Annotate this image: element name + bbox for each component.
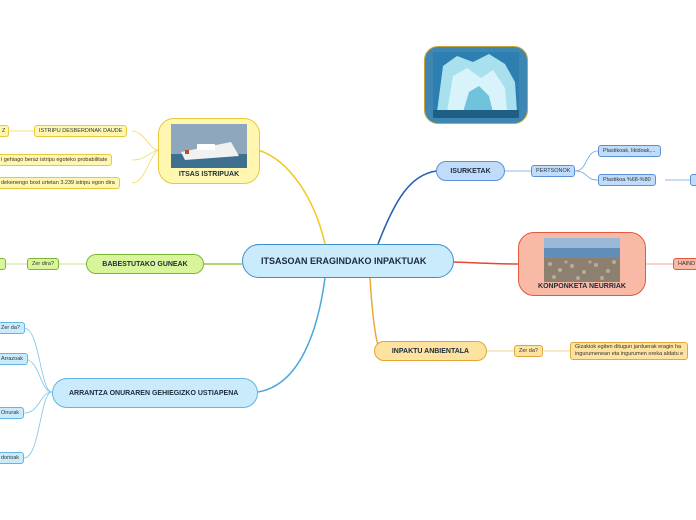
leaf-istripu-z[interactable]: Z [0, 125, 10, 137]
leaf-istripu-probabilitate[interactable]: i gehiago beraz istripu egoteko probabil… [0, 154, 113, 166]
topic-arrantza[interactable]: ARRANTZA ONURAREN GEHIEGIZKO USTIAPENA [52, 378, 258, 408]
leaf-zer-dira[interactable]: Zer dira? [27, 258, 60, 270]
topic-babestutako-guneak[interactable]: BABESTUTAKO GUNEAK [86, 254, 204, 274]
central-topic-label: ITSASOAN ERAGINDAKO INPAKTUAK [261, 255, 427, 266]
leaf-inpaktu-zer-da[interactable]: Zer da? [514, 345, 543, 357]
leaf-haind[interactable]: HAIND [673, 258, 696, 270]
leaf-istripu-desberdinak[interactable]: ISTRIPU DESBERDINAK DAUDE [34, 125, 128, 137]
leaf-ondorioak[interactable]: dorioak [0, 452, 25, 464]
ship-image [171, 124, 247, 168]
topic-inpaktu-anbientala[interactable]: INPAKTU ANBIENTALA [374, 341, 487, 361]
leaf-green-cut[interactable] [0, 258, 6, 270]
leaf-plastikoak[interactable]: Plastikoak, likidoak,... [598, 145, 661, 157]
leaf-inpaktu-description[interactable]: Gizakiok egiten ditugun jarduerak eragin… [570, 342, 689, 360]
topic-itsas-istripuak-label: ITSAS ISTRIPUAK [178, 171, 240, 178]
leaf-blue-cut[interactable] [690, 174, 696, 186]
leaf-arrantza-zer-da[interactable]: Zer da? [0, 322, 25, 334]
leaf-arrazoak[interactable]: Arrazoak [0, 353, 29, 365]
leaf-istripu-urtetan[interactable]: dekenengo bost urtetan 3.239 istripu ego… [0, 177, 120, 189]
glacier-image-frame[interactable] [424, 46, 528, 124]
pebble-beach-image [544, 238, 620, 282]
topic-isurketak[interactable]: ISURKETAK [436, 161, 505, 181]
leaf-onurak[interactable]: Onurak [0, 407, 25, 419]
leaf-pertsonok[interactable]: PERTSONOK [531, 165, 576, 177]
central-topic[interactable]: ITSASOAN ERAGINDAKO INPAKTUAK [242, 244, 454, 278]
leaf-plastikoa-pct[interactable]: Plastikoa %68-%80 [598, 174, 656, 186]
glacier-image [433, 52, 519, 118]
